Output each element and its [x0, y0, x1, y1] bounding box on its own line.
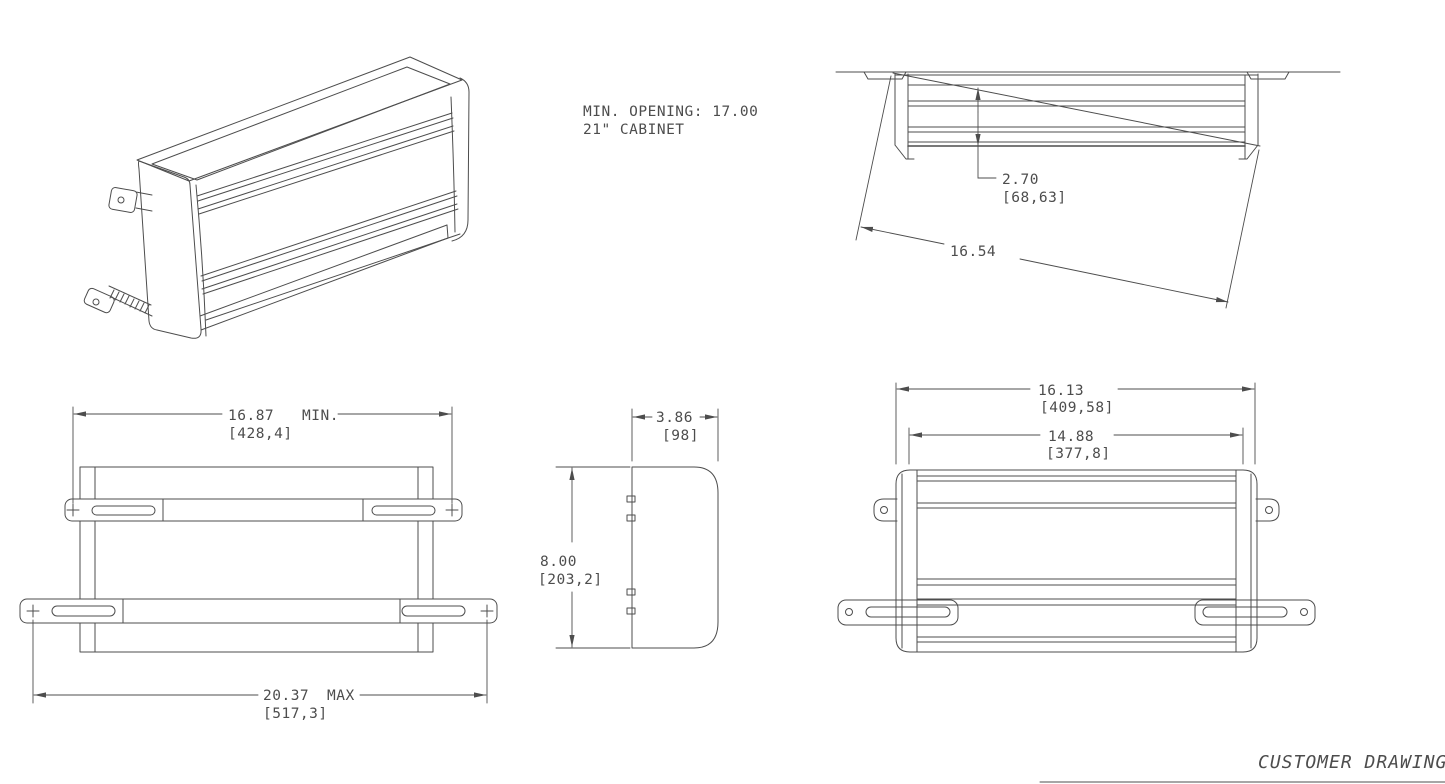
- dim-rail-min-mm: [428,4]: [228, 426, 293, 442]
- dim-rail-max-mm: [517,3]: [263, 706, 328, 722]
- top-mounting-view: 16.87 MIN. [428,4] 20.37 MAX [517,3]: [19, 406, 498, 722]
- dim-diagonal-in: 16.54: [950, 244, 996, 260]
- screw-mark: [26, 604, 40, 618]
- dim-depth-mm: [68,63]: [1002, 190, 1067, 206]
- dim-front-overall-in: 16.13: [1038, 383, 1084, 399]
- front-elevation-view: 16.13 [409,58] 14.88 [377,8]: [837, 382, 1316, 653]
- title-block: CUSTOMER DRAWING: [1039, 752, 1445, 783]
- drawing-title: CUSTOMER DRAWING: [1258, 752, 1445, 773]
- dim-side-width-mm: [98]: [662, 428, 699, 444]
- screw-mark: [445, 503, 459, 517]
- dim-height-in: 8.00: [540, 554, 577, 570]
- iso-upper-tab: [108, 187, 138, 213]
- dim-depth-in: 2.70: [1002, 172, 1039, 188]
- screw-mark: [480, 604, 494, 618]
- dim-front-inner-mm: [377,8]: [1046, 446, 1111, 462]
- screw-mark: [66, 503, 80, 517]
- dim-height-mm: [203,2]: [538, 572, 603, 588]
- dim-front-inner-in: 14.88: [1048, 429, 1094, 445]
- tilted-installation-view: 16.54 2.70 [68,63]: [835, 71, 1341, 309]
- thread-hatch: [109, 289, 150, 314]
- isometric-view: [83, 56, 470, 339]
- note-line-2: 21" CABINET: [583, 122, 685, 138]
- iso-lower-bracket: [83, 287, 115, 314]
- side-profile-view: 3.86 [98] 8.00 [203,2]: [538, 408, 719, 649]
- dim-side-width-in: 3.86: [656, 410, 693, 426]
- note-block: MIN. OPENING: 17.00 21" CABINET: [583, 104, 758, 138]
- dim-rail-max-in: 20.37: [263, 688, 309, 704]
- dim-rail-min-qual: MIN.: [302, 408, 339, 424]
- dim-rail-max-qual: MAX: [327, 688, 355, 704]
- dim-front-overall-mm: [409,58]: [1040, 400, 1114, 416]
- note-line-1: MIN. OPENING: 17.00: [583, 104, 758, 120]
- dim-rail-min-in: 16.87: [228, 408, 274, 424]
